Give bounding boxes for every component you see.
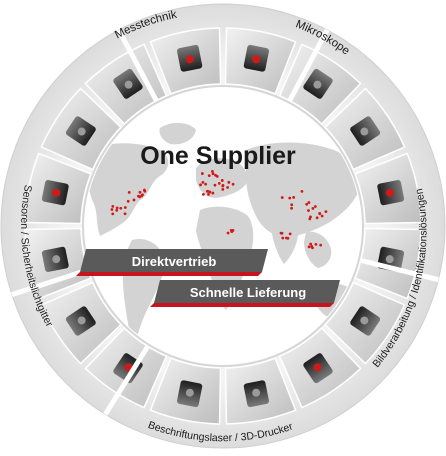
office-location-dot [230, 230, 234, 234]
map-asia [246, 142, 361, 238]
segment-separators [11, 28, 440, 416]
camera-reader-icon [177, 380, 203, 408]
office-location-dot [320, 214, 324, 218]
office-location-dot [311, 207, 315, 210]
measuring-instrument-icon [350, 116, 381, 146]
office-location-dot [199, 183, 202, 187]
office-location-dot [313, 205, 317, 208]
office-location-dot [324, 210, 328, 214]
segment-separator [11, 266, 91, 297]
banner-schnelle-lieferung: Schnelle Lieferung [150, 280, 340, 307]
office-location-dot [204, 182, 208, 186]
office-location-dot [200, 172, 204, 175]
office-location-dot [211, 191, 215, 195]
office-location-dot [132, 198, 136, 202]
office-location-dot [300, 190, 304, 193]
office-location-dot [307, 201, 311, 204]
microscope-icon [303, 353, 333, 384]
office-location-dot [221, 183, 225, 187]
office-location-dot [285, 236, 288, 240]
banner-direktvertrieb-label: Direktvertrieb [132, 254, 217, 269]
office-location-dot [138, 190, 142, 194]
office-location-dot [123, 212, 127, 216]
office-location-dot [211, 172, 215, 176]
office-location-dot [143, 189, 147, 193]
measuring-instrument-icon [377, 180, 405, 206]
office-location-dot [207, 174, 211, 178]
office-location-dot [227, 180, 231, 184]
office-location-dot [123, 206, 127, 209]
center-title: One Supplier [140, 142, 296, 170]
office-location-dot [226, 231, 230, 235]
office-location-dot [309, 215, 312, 219]
laser-printer-icon [41, 246, 69, 272]
map-europe [196, 158, 248, 198]
office-location-dot [288, 232, 292, 236]
office-location-dot [305, 202, 309, 206]
office-location-dot [111, 212, 115, 216]
office-location-dot [319, 243, 323, 247]
measuring-instrument-icon [303, 68, 333, 99]
office-location-dot [213, 183, 217, 187]
office-location-dot [292, 196, 296, 199]
office-location-dot [201, 180, 205, 184]
office-location-dot [217, 181, 221, 185]
map-india [272, 221, 298, 264]
office-location-dot [221, 187, 225, 191]
office-location-dot [202, 192, 205, 196]
office-location-dot [226, 186, 230, 189]
office-location-dot [140, 194, 144, 198]
measuring-instrument-icon [243, 44, 269, 72]
office-location-dot [290, 203, 294, 207]
map-greenland [159, 122, 196, 145]
segment-separator [116, 28, 160, 104]
map-southeast-asia [304, 231, 332, 268]
office-location-dot [309, 242, 313, 246]
sensor-icon [65, 116, 96, 146]
office-location-dot [115, 206, 119, 210]
office-location-dot [307, 209, 310, 212]
segment-separator [358, 257, 440, 283]
office-location-dot [280, 196, 284, 199]
office-location-dot [290, 206, 294, 210]
office-location-dot [208, 190, 212, 194]
office-location-dot [310, 244, 314, 248]
sensor-icon [177, 44, 203, 72]
office-location-dot [281, 236, 285, 240]
office-location-dot [231, 182, 235, 186]
office-location-dot [279, 231, 283, 235]
office-location-dot [127, 191, 131, 194]
office-location-dot [215, 175, 219, 178]
segment-separator [103, 343, 151, 416]
product-photo-band [24, 27, 422, 425]
microscope-icon [350, 306, 381, 336]
office-location-dot [137, 194, 140, 198]
camera-reader-icon [243, 380, 269, 408]
office-location-dot [315, 216, 319, 220]
map-north-america [87, 143, 169, 236]
office-location-dots [110, 170, 329, 299]
office-location-dot [288, 196, 292, 200]
office-location-dot [207, 193, 210, 196]
office-location-dot [318, 212, 322, 216]
banner-schnelle-lieferung-label: Schnelle Lieferung [190, 285, 306, 300]
office-location-dot [211, 170, 214, 173]
office-location-dot [314, 243, 318, 246]
segment-separator [286, 28, 330, 104]
laser-printer-icon [65, 306, 96, 336]
office-location-dot [110, 208, 114, 211]
laser-printer-icon [41, 180, 69, 206]
banner-direktvertrieb: Direktvertrieb [76, 249, 268, 276]
office-location-dot [119, 206, 123, 210]
office-location-dot [111, 205, 115, 208]
office-location-dot [307, 245, 311, 249]
office-location-dot [220, 179, 224, 182]
sensor-icon [113, 68, 143, 99]
office-location-dot [126, 199, 130, 203]
office-location-dot [115, 209, 119, 212]
